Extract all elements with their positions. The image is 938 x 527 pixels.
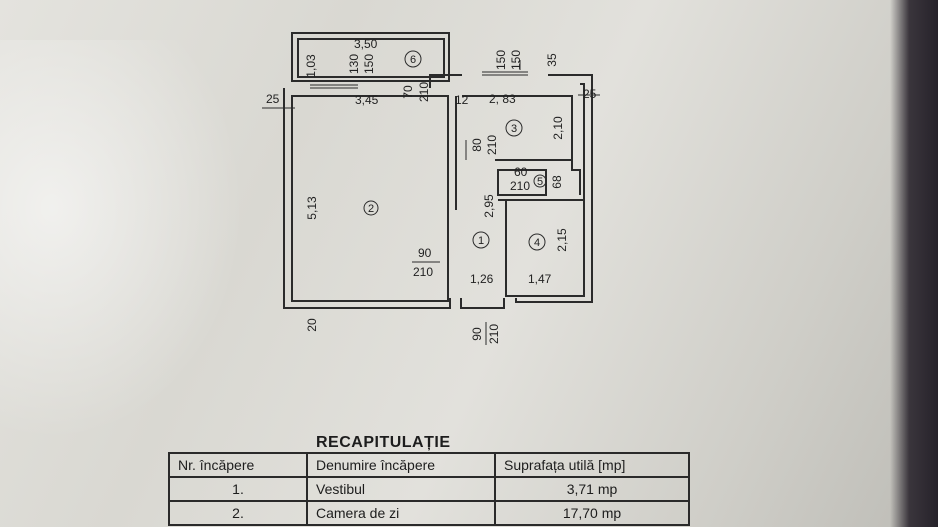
room-6-marker [404,50,422,68]
dim-door3-b: 210 [485,135,499,155]
dim-door2-a: 90 [418,246,432,260]
row-nr: 1. [168,476,308,502]
dim-entry-a: 90 [470,327,484,341]
room-3-outline [462,95,573,160]
outer-wall-bottom-mid [460,298,505,309]
outer-wall-top-right [429,74,462,88]
dim-door6-b: 210 [417,82,431,102]
dim-win6-b: 150 [362,54,376,74]
dim-entry-b: 210 [487,324,501,344]
row-area: 3,71 mp [494,476,690,502]
room-2-number: 2 [368,203,374,215]
dim-room3-height: 2,10 [551,116,565,140]
room-5-number: 5 [537,176,543,188]
dim-room2-height: 5,13 [305,196,319,220]
dim-wall12: 12 [455,93,469,107]
dim-win3-a: 150 [494,50,508,70]
background-edge [890,0,938,527]
room-4-marker [528,233,546,251]
dim-door6-a: 70 [401,85,415,99]
dim-win6-a: 130 [347,54,361,74]
row-name: Camera de zi [306,500,496,526]
row-area: 17,70 mp [494,500,690,526]
header-name: Denumire încăpere [306,452,496,478]
dim-room2-width: 3,45 [355,93,379,107]
dim-top-width: 3,50 [354,37,378,51]
dim-room3-width: 2, 83 [489,92,516,106]
room-1-number: 1 [478,235,484,247]
room-4-outline [505,83,585,297]
dim-door3-a: 80 [470,138,484,152]
dim-bottom-left: 20 [305,318,319,332]
table-header-row: Nr. încăpere Denumire încăpere Suprafața… [168,452,690,478]
recap-title: RECAPITULAȚIE [316,434,451,451]
row-nr: 2. [168,500,308,526]
dim-vest-width: 1,26 [470,272,494,286]
room-5-marker [533,174,547,188]
dim-room4-width: 1,47 [528,272,552,286]
dim-right-top: 35 [545,53,559,67]
header-area: Suprafața utilă [mp] [494,452,690,478]
room-2-marker [363,200,379,216]
dim-corr-height: 2,95 [482,194,496,218]
dim-room4-height: 2,15 [555,228,569,252]
room-6-outline [291,32,450,82]
room-5-outline [495,159,581,195]
dim-room5-height: 68 [550,175,564,189]
dim-left-edge: 25 [266,92,280,106]
room-3-number: 3 [511,123,517,135]
dim-door5-b: 210 [510,179,530,193]
dim-door5-a: 60 [514,165,528,179]
room-4-number: 4 [534,237,540,249]
table-row: 1. Vestibul 3,71 mp [168,476,690,502]
room-6-number: 6 [410,54,416,66]
dim-door2-b: 210 [413,265,433,279]
dim-win3-b: 150 [509,50,523,70]
room-6-inner [297,38,445,78]
dim-left-top-small: 1,03 [304,54,318,78]
room-1-marker [472,231,490,249]
row-name: Vestibul [306,476,496,502]
table-row: 2. Camera de zi 17,70 mp [168,500,690,526]
outer-wall-right [515,74,593,303]
recap-table: Nr. încăpere Denumire încăpere Suprafața… [168,452,690,526]
outer-wall-left [283,88,451,309]
header-nr: Nr. încăpere [168,452,308,478]
dim-right-edge: 25 [583,87,597,101]
room-3-marker [505,119,523,137]
